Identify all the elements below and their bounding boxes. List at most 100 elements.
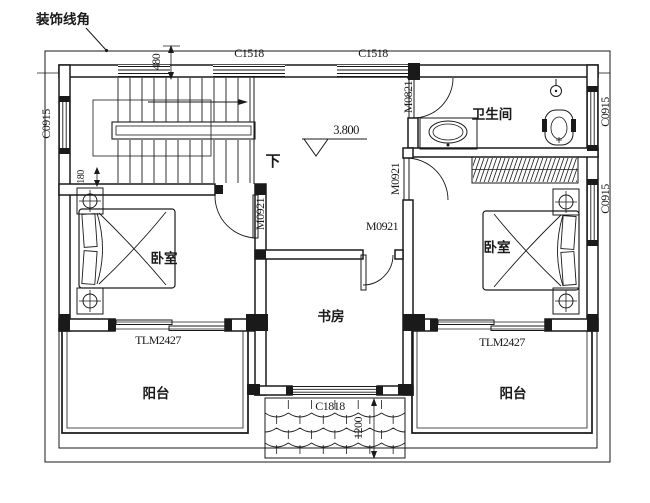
pillow	[81, 250, 98, 285]
staircase	[92, 77, 256, 184]
wardrobe-hatch-line	[479, 158, 489, 182]
toilet-icon-part	[571, 119, 576, 132]
wardrobe-hatch	[473, 158, 577, 182]
floor-drain-icon-part	[554, 89, 558, 93]
dim-1200-label: 1200	[351, 417, 365, 440]
sink-icon-part	[428, 120, 468, 144]
wall-junction-blocks-part	[587, 145, 598, 151]
wall-bedroomr-west-a	[402, 147, 414, 159]
nightstand-icon-part	[552, 188, 580, 216]
wall-junction-blocks-part	[59, 148, 70, 154]
windows	[59, 65, 598, 395]
wall-junction-blocks-part	[59, 314, 70, 331]
wardrobe-hatch-line	[504, 158, 514, 182]
wardrobe-hatch-line	[542, 158, 552, 182]
window-stairwell-part	[118, 65, 170, 77]
label-window-c1518-right: C1518	[358, 46, 388, 60]
window-c1518-right	[337, 65, 408, 77]
door-bedroom-right-symbol-part	[405, 157, 449, 201]
label-window-c0915-left: C0915	[39, 109, 53, 139]
wardrobe-hatch-line	[483, 158, 493, 182]
wall-junction-blocks-part	[255, 184, 266, 195]
toilet-icon	[542, 109, 576, 146]
wall-junction-blocks-part	[286, 386, 293, 395]
wardrobe-hatch-line	[473, 158, 481, 180]
pillow	[560, 251, 577, 286]
sliding-door-left-symbol	[115, 319, 226, 331]
label-stairs-down: 下	[265, 152, 280, 170]
window-c1818-study-part	[292, 386, 377, 395]
window-c0915-left	[59, 100, 70, 148]
wall-junction-blocks-part	[587, 179, 598, 185]
wardrobe-hatch-line	[525, 158, 535, 182]
window-c1518-left	[213, 65, 285, 77]
dim-480-label: 480	[149, 53, 163, 70]
window-stairwell	[118, 65, 170, 77]
decor-molding-callout-part	[104, 48, 109, 53]
window-c1518-right-part	[337, 65, 408, 77]
dimension-480-part	[168, 45, 174, 53]
wall-junction-blocks-part	[376, 386, 383, 395]
floor-drain-icon	[550, 79, 562, 97]
pillow	[81, 213, 98, 248]
door-bathroom-symbol-part	[412, 77, 454, 119]
nightstand-icon	[552, 188, 580, 216]
label-balcony-left: 阳台	[143, 385, 170, 402]
wardrobe-hatch-line	[492, 158, 502, 182]
toilet-icon-part	[550, 116, 568, 140]
roof-tiles	[264, 397, 406, 459]
wall-stair-south	[58, 183, 216, 196]
dimension-180-part	[94, 180, 100, 187]
wall-study-north-a	[254, 249, 364, 260]
toilet-icon-part	[542, 119, 547, 132]
wardrobe-hatch-line	[555, 158, 565, 182]
label-window-c0915-right-lower: C0915	[598, 184, 612, 214]
wardrobe-hatch-line	[571, 167, 577, 182]
wardrobe-hatch-line	[475, 158, 485, 182]
window-c0915-left-part	[59, 100, 70, 148]
wardrobe-hatch-line	[473, 158, 477, 167]
balcony-right-outer	[411, 331, 593, 434]
elevation-marker: 3.800	[302, 123, 367, 157]
elevation-triangle-icon	[303, 138, 329, 157]
stair-treads	[117, 78, 251, 183]
wall-junction-blocks-part	[587, 86, 598, 92]
wall-junction-blocks-part	[398, 384, 413, 395]
stair-stringer	[111, 121, 256, 140]
label-window-c1518-left: C1518	[234, 46, 264, 60]
window-c0915-right-upper	[587, 92, 598, 145]
stair-well-outline	[92, 99, 212, 157]
label-bedroom-right: 卧室	[484, 239, 511, 256]
wardrobe-hatch-line	[496, 158, 506, 182]
sliding-door-right-symbol	[437, 319, 548, 331]
walls	[58, 64, 599, 396]
staircase-part	[115, 125, 252, 136]
tile-row	[275, 457, 395, 458]
wall-junction-blocks-part	[430, 319, 438, 331]
bathroom-fixtures	[419, 79, 576, 150]
label-door-m0921-study: M0921	[366, 219, 399, 233]
wall-junction-blocks-part	[215, 185, 223, 194]
door-study-symbol-part	[360, 254, 367, 291]
dimension-480: 480	[149, 45, 180, 80]
wall-study-north-b	[394, 249, 404, 260]
wardrobe-hatch-line	[521, 158, 531, 182]
roof-tiles-part	[265, 400, 405, 458]
nightstand-icon	[76, 287, 104, 315]
dimension-180-part	[94, 167, 100, 174]
decor-molding-callout-part	[85, 27, 107, 51]
nightstand-icon-part	[552, 287, 580, 315]
wardrobe-hatch-line	[513, 158, 523, 182]
window-c1818-study	[292, 386, 377, 395]
balcony-left-inner	[66, 331, 244, 429]
roof-tiles-part	[264, 397, 406, 459]
pillow	[560, 215, 577, 250]
bed-left-part	[78, 208, 176, 289]
door-study-symbol	[360, 254, 394, 291]
sink-icon	[419, 117, 478, 150]
wardrobe-hatch-line	[538, 158, 548, 182]
bed-left	[78, 208, 176, 289]
balconies	[61, 331, 593, 434]
door-bedroom-left-symbol-part	[214, 194, 258, 239]
